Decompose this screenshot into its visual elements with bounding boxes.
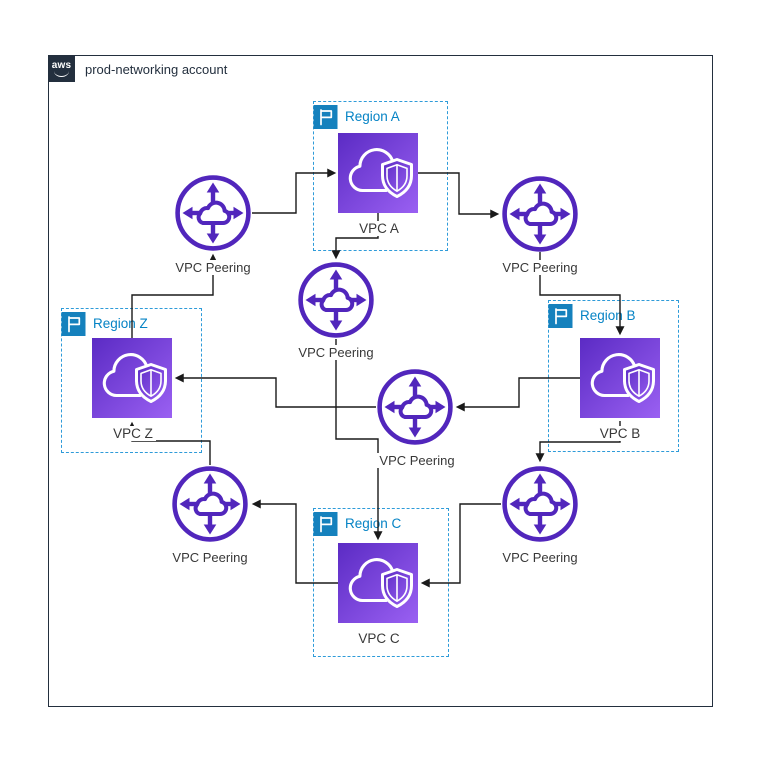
region-b-box: Region B: [548, 300, 679, 452]
connection-peering-upper-mid-to-vpc-c: [335, 339, 383, 541]
vpc-peering-icon: [175, 469, 246, 540]
vpc-peering-upper-mid-node: [296, 260, 376, 340]
connection-vpc-z-to-peering-nw: [131, 253, 218, 338]
region-b-label: Region B: [580, 308, 636, 323]
vpc-peering-lower-mid-label: VPC Peering: [367, 453, 467, 468]
vpc-a-label: VPC A: [339, 221, 419, 236]
vpc-peering-icon: [380, 372, 451, 443]
aws-logo-icon: aws: [48, 55, 75, 82]
vpc-c-node: [338, 543, 418, 623]
vpc-peering-nw-label: VPC Peering: [163, 260, 263, 275]
vpc-z-label: VPC Z: [93, 426, 173, 441]
cloud-shield-icon: [338, 133, 418, 213]
region-c-label: Region C: [345, 516, 402, 531]
vpc-b-label: VPC B: [580, 426, 660, 441]
account-label: prod-networking account: [85, 62, 228, 77]
vpc-peering-lower-mid-node: [375, 367, 455, 447]
cloud-shield-icon: [338, 543, 418, 623]
connection-peering-nw-to-vpc-a: [252, 168, 337, 214]
vpc-peering-ne-node: [500, 174, 580, 254]
connection-vpc-c-to-peering-sw: [251, 499, 338, 584]
vpc-a-node: [338, 133, 418, 213]
region-a-box: Region A: [313, 101, 448, 251]
vpc-z-node: [92, 338, 172, 418]
vpc-peering-sw-label: VPC Peering: [160, 550, 260, 565]
vpc-b-node: [580, 338, 660, 418]
cloud-shield-icon: [92, 338, 172, 418]
aws-smile-icon: [54, 71, 69, 77]
vpc-peering-sw-node: [170, 464, 250, 544]
vpc-peering-ne-label: VPC Peering: [490, 260, 590, 275]
region-a-label: Region A: [345, 109, 400, 124]
vpc-peering-nw-node: [173, 173, 253, 253]
connection-peering-se-to-vpc-c: [420, 503, 501, 588]
vpc-peering-se-label: VPC Peering: [490, 550, 590, 565]
vpc-peering-icon: [505, 179, 576, 250]
aws-logo-text: aws: [51, 59, 72, 71]
connection-vpc-a-to-peering-ne: [418, 172, 500, 219]
connection-peering-lower-mid-to-vpc-z: [174, 373, 376, 408]
vpc-peering-upper-mid-label: VPC Peering: [286, 345, 386, 360]
cloud-shield-icon: [580, 338, 660, 418]
vpc-peering-icon: [301, 265, 372, 336]
region-z-label: Region Z: [93, 316, 148, 331]
vpc-peering-icon: [505, 469, 576, 540]
vpc-peering-icon: [178, 178, 249, 249]
vpc-peering-se-node: [500, 464, 580, 544]
vpc-c-label: VPC C: [339, 631, 419, 646]
connection-vpc-b-to-peering-lower-mid: [455, 377, 580, 412]
